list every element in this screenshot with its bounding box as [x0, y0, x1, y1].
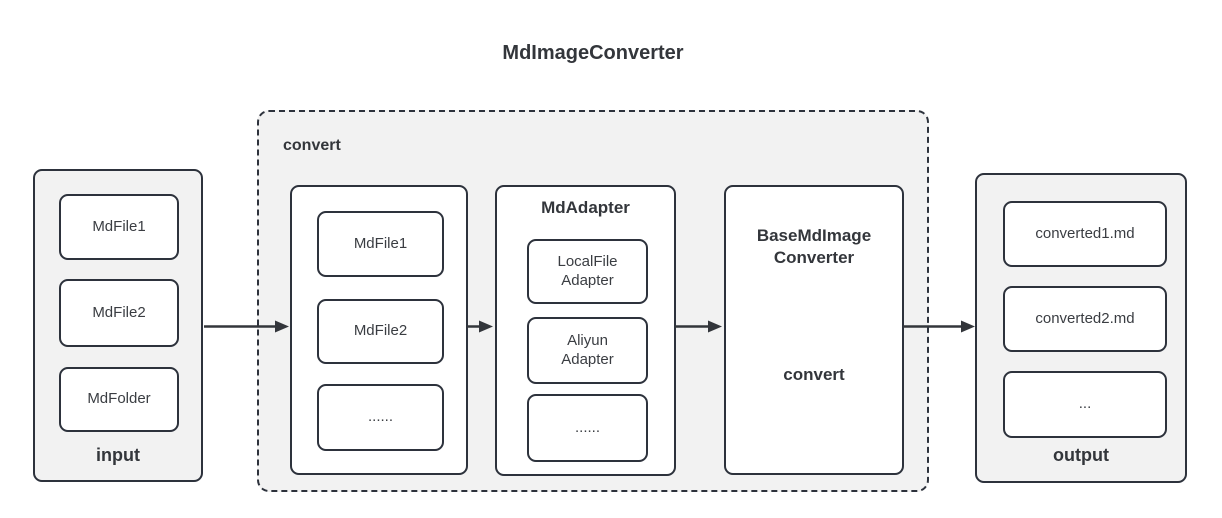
output-group-label: output: [1053, 445, 1109, 465]
convert-group-label: convert: [283, 137, 341, 154]
node-label: ......: [367, 408, 393, 426]
node-label: ...: [1078, 395, 1092, 413]
node-label: MdFolder: [87, 390, 151, 408]
node-converted1: converted1.md: [1003, 201, 1167, 267]
node-aliyun-adapter: Aliyun Adapter: [527, 317, 648, 384]
adapter-panel-title: MdAdapter: [541, 198, 630, 217]
output-group: converted1.md converted2.md ... output: [975, 173, 1187, 483]
input-group-label: input: [96, 445, 140, 465]
node-label: ......: [574, 418, 600, 436]
node-files-mdfile1: MdFile1: [317, 211, 444, 277]
node-files-mdfile2: MdFile2: [317, 299, 444, 364]
node-adapter-ellipsis: ......: [527, 394, 648, 462]
node-files-ellipsis: ......: [317, 384, 444, 451]
node-label: MdFile1: [92, 217, 146, 235]
node-output-ellipsis: ...: [1003, 371, 1167, 438]
files-panel: MdFile1 MdFile2 ......: [290, 185, 468, 475]
node-label: MdFile1: [353, 234, 408, 252]
node-label: MdFile2: [353, 322, 408, 340]
node-mdfolder: MdFolder: [59, 367, 179, 432]
node-converted2: converted2.md: [1003, 286, 1167, 352]
node-label: MdFile2: [92, 303, 146, 321]
base-converter-panel: BaseMdImage Converter convert: [724, 185, 904, 475]
convert-group: convert MdFile1 MdFile2 ...... MdAdapter…: [257, 110, 929, 492]
node-mdfile1: MdFile1: [59, 194, 179, 260]
base-converter-title: BaseMdImage Converter: [756, 226, 872, 268]
node-label: LocalFile Adapter: [557, 252, 618, 289]
node-label: Aliyun Adapter: [561, 331, 614, 368]
node-label: converted1.md: [1035, 224, 1135, 242]
node-label: converted2.md: [1035, 309, 1135, 327]
diagram-title: MdImageConverter: [502, 42, 684, 64]
convert-method-label: convert: [783, 365, 845, 384]
adapter-panel: MdAdapter LocalFile Adapter Aliyun Adapt…: [495, 185, 676, 476]
node-mdfile2: MdFile2: [59, 279, 179, 347]
input-group: MdFile1 MdFile2 MdFolder input: [33, 169, 203, 482]
node-localfile-adapter: LocalFile Adapter: [527, 239, 648, 304]
